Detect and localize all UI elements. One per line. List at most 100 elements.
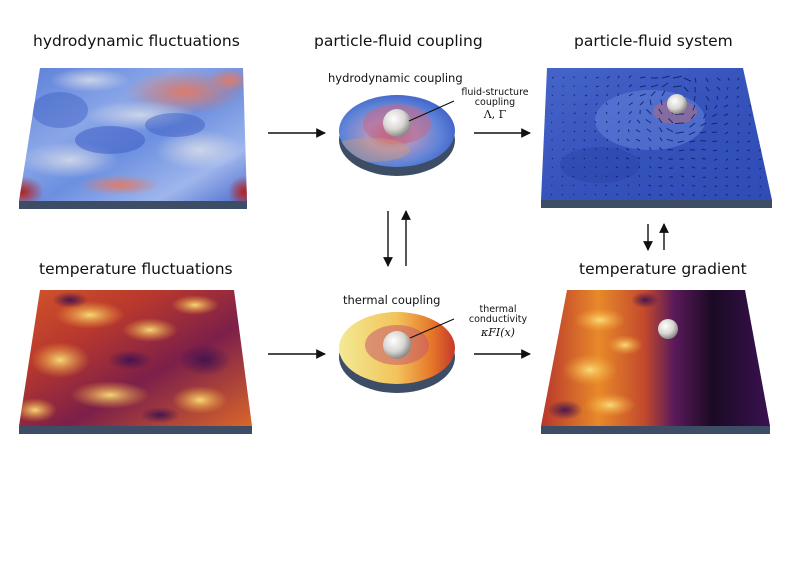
velocity-vector (690, 113, 696, 120)
velocity-vector (691, 185, 696, 187)
velocity-vector (617, 102, 620, 106)
velocity-vector (649, 165, 652, 169)
velocity-vector (758, 122, 762, 125)
velocity-vector (672, 75, 682, 79)
hydro-fluctuation-field (19, 68, 247, 209)
velocity-vector (628, 119, 631, 124)
velocity-vector (584, 112, 587, 115)
velocity-vector (701, 148, 707, 151)
velocity-vector (637, 156, 641, 160)
velocity-vector (658, 117, 663, 124)
velocity-vector (605, 111, 608, 115)
velocity-vector (692, 104, 696, 111)
velocity-vector (606, 120, 608, 124)
velocity-vector (661, 82, 669, 88)
velocity-vector (636, 147, 641, 151)
velocity-vector (747, 176, 751, 179)
velocity-vector (688, 131, 696, 136)
velocity-vector (759, 185, 762, 188)
velocity-vector (759, 194, 762, 197)
velocity-vector (725, 167, 729, 170)
velocity-vector (650, 90, 656, 97)
particle-sphere (658, 319, 678, 339)
velocity-vector (702, 176, 707, 179)
velocity-vector (748, 122, 751, 126)
velocity-vector (760, 95, 763, 98)
velocity-vector (658, 166, 663, 169)
velocity-vector (747, 131, 751, 134)
velocity-vector (737, 131, 740, 135)
velocity-vector (628, 111, 633, 115)
velocity-vector (699, 131, 707, 134)
velocity-vector (583, 148, 586, 151)
velocity-vector (572, 175, 575, 178)
velocity-vector (562, 76, 565, 79)
velocity-vector (727, 77, 730, 81)
velocity-vector (758, 131, 762, 134)
velocity-vector (759, 113, 762, 116)
velocity-vector (606, 166, 608, 169)
velocity-vector (658, 156, 663, 160)
velocity-vector (712, 113, 718, 117)
velocity-vector (639, 85, 646, 88)
velocity-vector (658, 108, 663, 115)
velocity-vector (683, 86, 689, 93)
velocity-vector (683, 77, 692, 82)
velocity-vector (606, 84, 609, 88)
velocity-vector (658, 146, 663, 151)
thermal-coupling-label: thermal coupling (343, 293, 441, 307)
velocity-vector (712, 149, 718, 152)
velocity-vector (758, 140, 762, 143)
velocity-vector (551, 148, 553, 151)
velocity-vector (628, 93, 633, 97)
velocity-vector (748, 194, 751, 197)
velocity-vector (636, 119, 641, 124)
velocity-vector (680, 166, 685, 169)
velocity-vector (711, 131, 718, 133)
velocity-vector (604, 193, 608, 196)
velocity-vector (659, 127, 663, 133)
velocity-vector (625, 148, 630, 151)
velocity-vector (594, 130, 597, 133)
velocity-vector (573, 130, 576, 133)
velocity-vector (693, 95, 696, 102)
velocity-vector (737, 77, 740, 81)
velocity-vector (584, 94, 588, 97)
velocity-vector (551, 94, 554, 97)
velocity-vector (670, 193, 674, 196)
velocity-vector (736, 104, 740, 108)
velocity-vector (716, 86, 721, 91)
velocity-vector (551, 85, 554, 88)
velocity-vector (628, 75, 632, 79)
velocity-vector (628, 84, 633, 88)
particle-fluid-coupling-label: particle-fluid coupling (314, 32, 483, 50)
velocity-vector (617, 75, 620, 79)
velocity-vector (724, 122, 729, 126)
velocity-vector (573, 94, 576, 97)
velocity-vector (617, 84, 619, 88)
velocity-vector (562, 166, 564, 169)
velocity-vector (584, 103, 588, 106)
velocity-vector (661, 90, 666, 97)
velocity-vector (648, 184, 652, 187)
velocity-vector (562, 139, 565, 142)
thermal-conductivity-annotation: thermal conductivity κFI(x) (468, 304, 528, 339)
velocity-vector (703, 185, 707, 188)
velocity-vector (759, 176, 762, 179)
velocity-vector (691, 166, 696, 169)
velocity-vector (639, 93, 646, 97)
velocity-vector (760, 77, 763, 80)
velocity-vector (680, 175, 685, 178)
velocity-vector (659, 137, 663, 142)
velocity-vector (584, 121, 587, 124)
velocity-vector (573, 112, 576, 115)
velocity-vector (736, 86, 740, 90)
velocity-vector (758, 158, 762, 161)
velocity-vector (712, 140, 718, 143)
velocity-vector (627, 184, 630, 187)
velocity-vector (648, 175, 652, 178)
velocity-vector (694, 77, 697, 83)
velocity-vector (705, 104, 708, 111)
velocity-vector (595, 148, 597, 151)
